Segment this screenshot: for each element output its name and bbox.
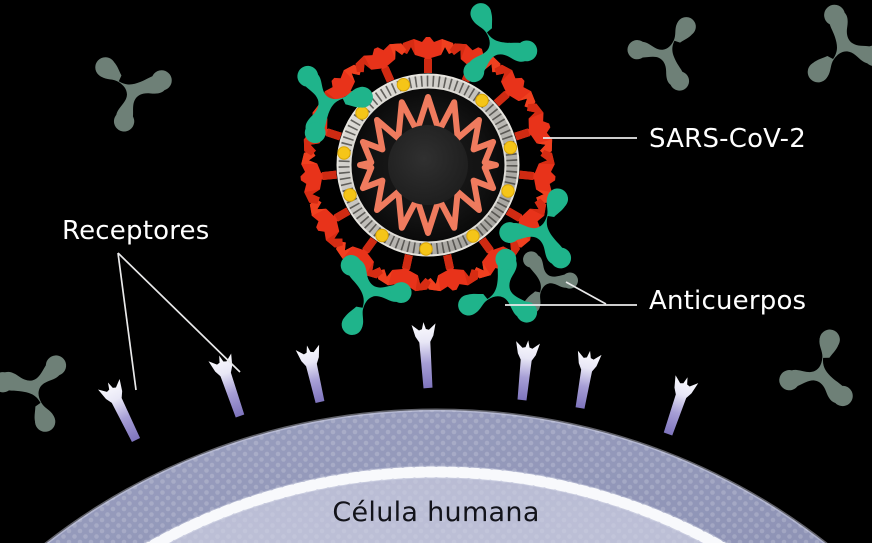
membrane-protein-group [337,78,518,256]
antibody-leader-line-2 [565,281,607,305]
label-sars-cov-2: SARS-CoV-2 [649,124,806,154]
virus-core [388,125,468,205]
membrane-protein [475,93,489,108]
receptor-leader-line-1 [117,252,137,391]
receptor [575,350,602,409]
membrane-protein [375,228,389,243]
membrane-protein [419,242,433,256]
leader-line-group [117,137,637,391]
membrane-protein [337,146,351,160]
membrane-protein [343,188,357,202]
membrane-protein [355,106,369,120]
receptor-group [98,322,699,442]
label-anticuerpos: Anticuerpos [649,286,807,316]
receptor [208,353,245,418]
receptor [516,340,540,401]
receptor [663,375,699,436]
receptor [98,379,141,442]
label-receptores: Receptores [62,216,210,246]
virus-rna [357,94,499,236]
cell-bilayer-beads [146,466,726,543]
membrane-protein [503,140,518,155]
human-cell [44,408,828,543]
virus-envelope-outline-outer [336,73,520,257]
receptor [295,344,325,404]
cell-rim-highlight [44,408,828,543]
membrane-protein [501,184,515,198]
membrane-protein [396,78,411,92]
virus-envelope-ticks [337,74,519,256]
virus-particle [297,37,559,296]
receptor-leader-line-2 [117,252,241,373]
virus-envelope-outline-inner [349,86,507,244]
cell-bilayer-glow [144,465,728,543]
label-celula-humana: Célula humana [332,497,540,528]
receptor [411,322,436,389]
membrane-protein [466,229,480,243]
